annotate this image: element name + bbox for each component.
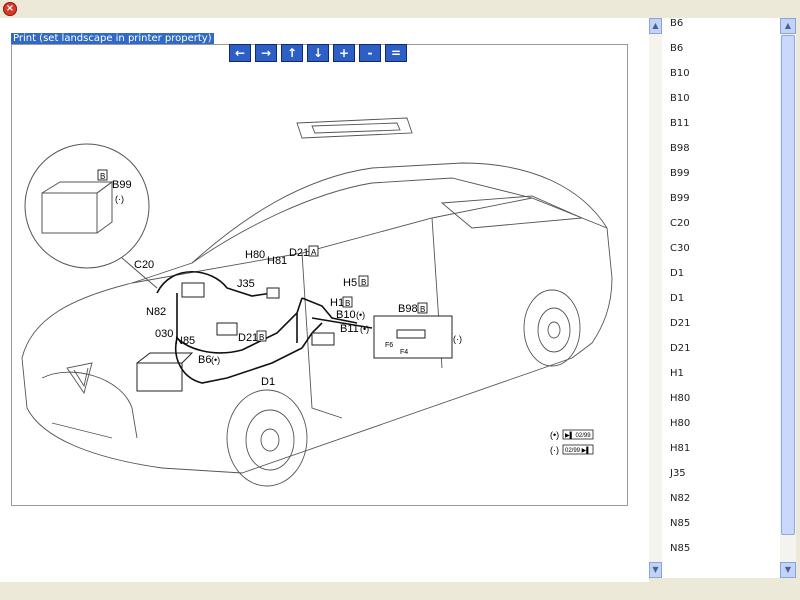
b98-label: B98 bbox=[398, 303, 418, 315]
list-item[interactable]: N82 bbox=[670, 493, 691, 504]
diagram-viewer: Print (set landscape in printer property… bbox=[0, 18, 649, 582]
close-icon[interactable]: × bbox=[3, 2, 17, 16]
list-item[interactable]: B98 bbox=[670, 143, 690, 154]
wheels bbox=[226, 289, 581, 487]
c20-label: C20 bbox=[134, 259, 154, 271]
minus-icon: - bbox=[367, 46, 373, 60]
equals-icon: = bbox=[390, 46, 402, 60]
arrow-right-icon: → bbox=[260, 46, 272, 60]
f6-label: F6 bbox=[385, 342, 393, 349]
legend-badge-1: ▶▌ 02/99 bbox=[565, 431, 591, 439]
pan-down-button[interactable]: ↓ bbox=[307, 44, 329, 62]
components bbox=[181, 282, 453, 359]
drawing-frame bbox=[11, 44, 628, 506]
list-item[interactable]: H80 bbox=[670, 393, 691, 404]
legend-badge-2: 02/99 ▶▌ bbox=[565, 446, 591, 454]
b11-label: B11 bbox=[340, 323, 359, 335]
h1-box-label: B bbox=[345, 299, 350, 308]
h5-label: H5 bbox=[343, 277, 357, 289]
d21-bottom-label: D21 bbox=[238, 332, 258, 344]
title-bar: × bbox=[0, 0, 800, 18]
wiring-diagram: B B99 (·) C20 N82 J35 030 N85 H80 H81 D2… bbox=[21, 117, 613, 487]
list-item[interactable]: B6 bbox=[670, 18, 684, 29]
car-outline bbox=[21, 117, 613, 474]
list-item[interactable]: H80 bbox=[670, 418, 691, 429]
wiring-harness bbox=[156, 270, 373, 384]
front-grille bbox=[66, 362, 93, 395]
b98-sub-label: (·) bbox=[453, 334, 462, 344]
status-bar bbox=[0, 582, 800, 600]
legend-mark-1: (•) bbox=[550, 430, 559, 440]
b99-box-label: B bbox=[100, 172, 105, 181]
scroll-thumb[interactable] bbox=[781, 35, 795, 535]
b10-mark: (•) bbox=[356, 310, 365, 320]
pan-right-button[interactable]: → bbox=[255, 44, 277, 62]
f4-label: F4 bbox=[400, 349, 408, 356]
b10-label: B10 bbox=[336, 309, 356, 321]
list-item[interactable]: C30 bbox=[670, 243, 690, 254]
battery-detail-circle bbox=[24, 143, 158, 289]
list-item[interactable]: N85 bbox=[670, 543, 691, 554]
plus-icon: + bbox=[338, 46, 350, 60]
h81-label: H81 bbox=[267, 255, 287, 267]
h5-box-label: B bbox=[361, 278, 366, 287]
pan-up-button[interactable]: ↑ bbox=[281, 44, 303, 62]
j35-label: J35 bbox=[237, 278, 255, 290]
list-item[interactable]: B6 bbox=[670, 43, 684, 54]
navigation-toolbar: ← → ↑ ↓ + - = bbox=[229, 44, 411, 62]
list-item[interactable]: B99 bbox=[670, 168, 690, 179]
list-item[interactable]: H81 bbox=[670, 443, 691, 454]
battery bbox=[136, 352, 194, 392]
list-item[interactable]: D1 bbox=[670, 268, 685, 279]
arrow-down-icon: ↓ bbox=[312, 46, 324, 60]
list-item[interactable]: H1 bbox=[670, 368, 684, 379]
d21-top-box-label: A bbox=[311, 248, 317, 257]
component-labels: B B99 (·) C20 N82 J35 030 N85 H80 H81 D2… bbox=[97, 169, 462, 388]
divider-scrollbar[interactable]: ▲ ▼ bbox=[649, 18, 662, 578]
o30-label: 030 bbox=[155, 328, 173, 340]
arrow-left-icon: ← bbox=[234, 46, 246, 60]
list-item[interactable]: D1 bbox=[670, 293, 685, 304]
d21-top-label: D21 bbox=[289, 247, 309, 259]
n85-label: N85 bbox=[175, 335, 195, 347]
b6-mark: (•) bbox=[211, 355, 220, 365]
n82-label: N82 bbox=[146, 306, 166, 318]
legend-mark-2: (·) bbox=[550, 445, 559, 455]
b11-mark: (•) bbox=[360, 324, 369, 334]
d21-bottom-box-label: B bbox=[259, 333, 264, 342]
divider-scroll-up-icon[interactable]: ▲ bbox=[649, 18, 662, 34]
list-item[interactable]: J35 bbox=[670, 468, 686, 479]
scroll-up-icon[interactable]: ▲ bbox=[780, 18, 796, 34]
b6-label: B6 bbox=[198, 354, 211, 366]
list-item[interactable]: B10 bbox=[670, 68, 690, 79]
list-item[interactable]: C20 bbox=[670, 218, 690, 229]
list-item[interactable]: D21 bbox=[670, 343, 691, 354]
h80-label: H80 bbox=[245, 249, 265, 261]
list-item[interactable]: B10 bbox=[670, 93, 690, 104]
list-item[interactable]: D21 bbox=[670, 318, 691, 329]
pan-left-button[interactable]: ← bbox=[229, 44, 251, 62]
arrow-up-icon: ↑ bbox=[286, 46, 298, 60]
fit-button[interactable]: = bbox=[385, 44, 407, 62]
b99-label: B99 bbox=[112, 179, 132, 191]
scroll-down-icon[interactable]: ▼ bbox=[780, 562, 796, 578]
list-item[interactable]: N85 bbox=[670, 518, 691, 529]
h1-label: H1 bbox=[330, 297, 344, 309]
print-link[interactable]: Print (set landscape in printer property… bbox=[11, 33, 214, 44]
list-item[interactable]: B11 bbox=[670, 118, 690, 129]
d1-label: D1 bbox=[261, 376, 275, 388]
b99-sub-label: (·) bbox=[115, 194, 124, 204]
zoom-in-button[interactable]: + bbox=[333, 44, 355, 62]
legend: (•) ▶▌ 02/99 (·) 02/99 ▶▌ bbox=[550, 429, 594, 455]
zoom-out-button[interactable]: - bbox=[359, 44, 381, 62]
divider-scroll-down-icon[interactable]: ▼ bbox=[649, 562, 662, 578]
list-scrollbar[interactable]: ▲ ▼ bbox=[780, 18, 796, 578]
list-item[interactable]: B99 bbox=[670, 193, 690, 204]
b98-box-label: B bbox=[420, 305, 425, 314]
